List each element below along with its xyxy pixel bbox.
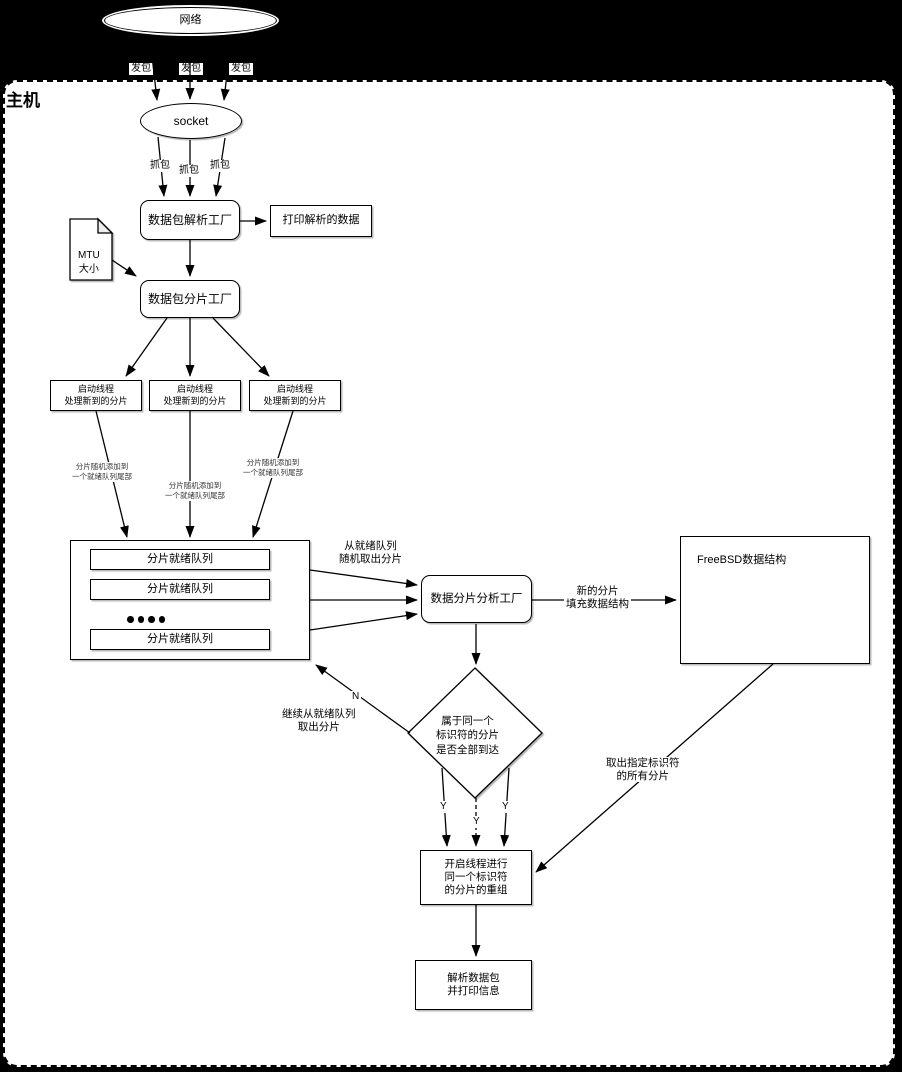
node-socket: socket	[140, 103, 242, 139]
node-decision-label: 属于同一个 标识符的分片 是否全部到达	[434, 714, 501, 757]
thread-box-2-line-2: 处理新到的分片	[163, 395, 227, 406]
edge-frag-thread-3	[212, 317, 270, 377]
thread-box-3-line-1: 启动线程	[276, 384, 313, 395]
edge-label-add-to-queue-1: 分片随机添加到 一个就绪队列尾部	[70, 462, 134, 483]
node-network: 网络	[100, 3, 281, 38]
reassembly-line-1: 开启线程进行	[444, 857, 508, 870]
edge-label-continue-fetch: 继续从就绪队列 取出分片	[280, 708, 358, 734]
node-analysis-factory: 数据分片分析工厂	[421, 575, 532, 623]
node-queue-row-2: 分片就绪队列	[90, 579, 270, 600]
mtu-line-2: 大小	[78, 263, 99, 275]
node-thread-box-1: 启动线程 处理新到的分片	[50, 380, 142, 411]
node-reassembly: 开启线程进行 同一个标识符 的分片的重组	[420, 850, 532, 905]
node-print-box: 打印解析的数据	[270, 205, 372, 237]
node-analysis-factory-label: 数据分片分析工厂	[430, 592, 523, 605]
edge-label-capture-2: 抓包	[177, 165, 201, 177]
thread-box-3-line-2: 处理新到的分片	[263, 395, 327, 406]
edge-label-yes-3: Y	[500, 801, 511, 813]
parse-print-line-2: 并打印信息	[447, 985, 500, 997]
edge-queue-analysis-3	[309, 611, 418, 631]
node-freebsd	[680, 536, 870, 664]
node-parse-print: 解析数据包 并打印信息	[415, 960, 532, 1010]
edge-label-new-fragment: 新的分片 填充数据结构	[564, 585, 631, 611]
add-to-queue-1-line-1: 分片随机添加到	[75, 462, 129, 471]
edge-label-add-to-queue-3: 分片随机添加到 一个就绪队列尾部	[241, 458, 305, 479]
edge-label-yes-2: Y	[471, 816, 482, 828]
node-network-label: 网络	[179, 13, 202, 26]
node-socket-label: socket	[173, 113, 209, 128]
node-print-box-label: 打印解析的数据	[282, 214, 360, 227]
edge-decision-queue-n	[315, 664, 411, 734]
node-frag-factory-label: 数据包分片工厂	[147, 291, 232, 306]
queue-row-2-label: 分片就绪队列	[147, 582, 213, 595]
ellipsis-dots	[127, 616, 165, 623]
node-queue-row-3: 分片就绪队列	[90, 629, 270, 650]
edge-label-send-1: 发包	[129, 63, 153, 75]
edge-network-socket-3	[220, 37, 232, 101]
thread-box-1-line-1: 启动线程	[77, 384, 114, 395]
edge-frag-thread-1	[125, 317, 168, 377]
host-label: 主机	[6, 91, 40, 110]
fetch-from-queue-line-2: 随机取出分片	[339, 552, 402, 565]
edge-label-yes-1: Y	[438, 801, 449, 813]
edge-label-fetch-by-id: 取出指定标识符 的所有分片	[604, 757, 682, 783]
edge-label-send-2: 发包	[179, 63, 203, 75]
mtu-document-fold	[97, 217, 114, 234]
parse-print-line-1: 解析数据包	[447, 971, 500, 984]
reassembly-line-3: 的分片的重组	[444, 884, 508, 897]
continue-fetch-line-1: 继续从就绪队列	[282, 708, 356, 720]
node-parse-factory-label: 数据包解析工厂	[147, 212, 232, 227]
mtu-line-1: MTU	[78, 250, 100, 261]
edge-label-capture-3: 抓包	[208, 160, 232, 172]
decision-diamond-shape	[407, 667, 543, 799]
node-parse-factory: 数据包解析工厂	[140, 200, 240, 240]
edge-label-no: N	[350, 691, 362, 703]
add-to-queue-1-line-2: 一个就绪队列尾部	[72, 472, 132, 482]
node-thread-box-2: 启动线程 处理新到的分片	[149, 380, 241, 411]
edge-label-fetch-from-queue: 从就绪队列 随机取出分片	[337, 540, 404, 566]
decision-line-3: 是否全部到达	[436, 743, 499, 756]
edge-mtu-frag	[111, 259, 137, 277]
node-mtu-label: MTU 大小	[76, 249, 102, 276]
edge-network-socket-1	[149, 37, 161, 101]
decision-line-2: 标识符的分片	[436, 729, 499, 742]
new-fragment-line-2: 填充数据结构	[566, 597, 629, 610]
node-freebsd-label: FreeBSD数据结构	[697, 554, 787, 566]
edge-queue-analysis-1	[309, 569, 418, 588]
queue-row-1-label: 分片就绪队列	[147, 552, 213, 565]
fetch-by-id-line-1: 取出指定标识符	[606, 757, 680, 769]
decision-line-1: 属于同一个	[441, 715, 494, 727]
add-to-queue-2-line-2: 一个就绪队列尾部	[165, 491, 225, 501]
fetch-by-id-line-2: 的所有分片	[616, 769, 670, 782]
node-thread-box-3: 启动线程 处理新到的分片	[249, 380, 341, 411]
edge-label-send-3: 发包	[229, 63, 253, 75]
add-to-queue-3-line-2: 一个就绪队列尾部	[243, 468, 303, 478]
node-frag-factory: 数据包分片工厂	[140, 280, 240, 318]
fetch-from-queue-line-1: 从就绪队列	[344, 540, 397, 552]
add-to-queue-2-line-1: 分片随机添加到	[168, 481, 222, 490]
continue-fetch-line-2: 取出分片	[297, 720, 340, 733]
reassembly-line-2: 同一个标识符	[444, 870, 508, 883]
thread-box-1-line-2: 处理新到的分片	[64, 395, 128, 406]
edge-label-add-to-queue-2: 分片随机添加到 一个就绪队列尾部	[163, 481, 227, 502]
new-fragment-line-1: 新的分片	[576, 585, 619, 597]
thread-box-2-line-1: 启动线程	[176, 384, 213, 395]
node-network-inner-ring: 网络	[104, 7, 277, 34]
node-queue-row-1: 分片就绪队列	[90, 549, 270, 570]
queue-row-3-label: 分片就绪队列	[147, 632, 213, 645]
edge-label-capture-1: 抓包	[148, 160, 172, 172]
mtu-document-shape	[69, 218, 113, 281]
add-to-queue-3-line-1: 分片随机添加到	[246, 458, 300, 467]
